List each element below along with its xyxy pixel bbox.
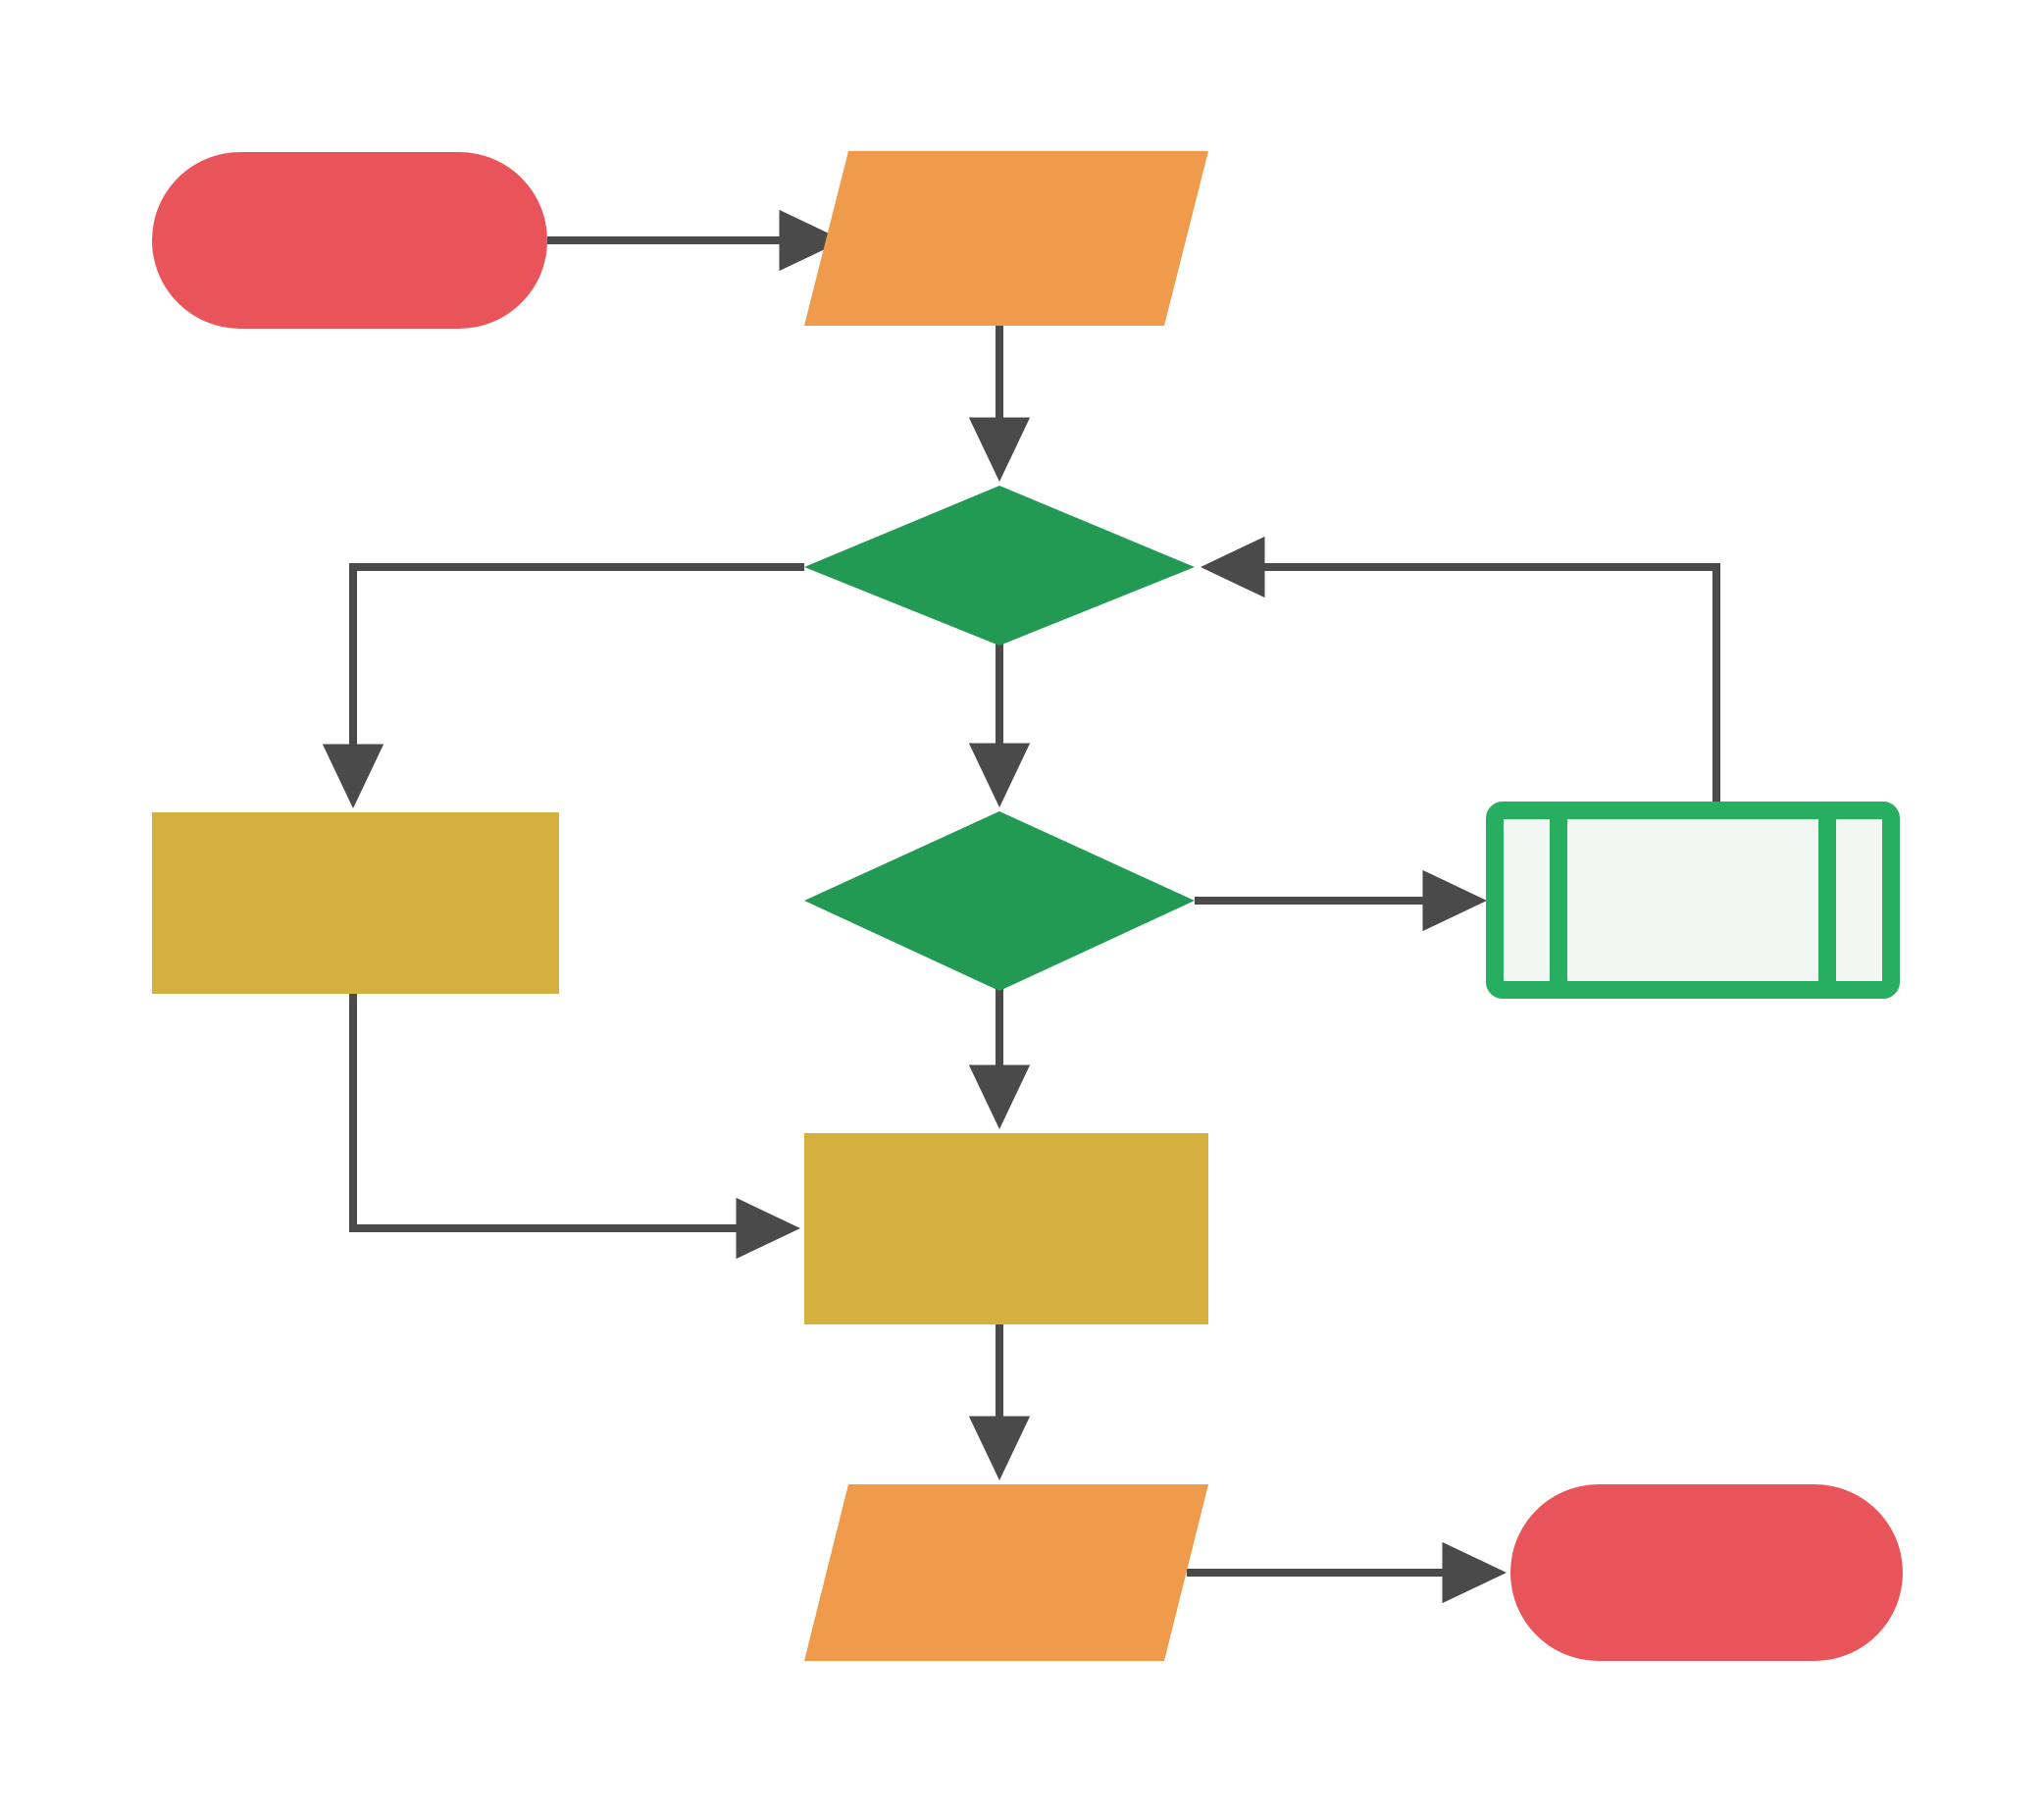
- edge-decision1-to-processA: [322, 563, 804, 809]
- node-decision1-shape[interactable]: [804, 486, 1195, 646]
- node-end-shape[interactable]: [1510, 1484, 1903, 1661]
- node-processA-shape[interactable]: [152, 812, 559, 994]
- node-decision1[interactable]: [804, 486, 1195, 646]
- node-layer: [152, 151, 1903, 1661]
- node-input[interactable]: [804, 151, 1208, 326]
- node-start-shape[interactable]: [152, 152, 547, 329]
- edge-processA-to-processB: [349, 994, 801, 1260]
- node-subroutine[interactable]: [1486, 802, 1900, 999]
- node-decision2-shape[interactable]: [804, 811, 1195, 991]
- node-decision2[interactable]: [804, 811, 1195, 991]
- node-processB[interactable]: [804, 1133, 1208, 1324]
- node-subroutine-shape[interactable]: [1486, 802, 1900, 999]
- node-processA[interactable]: [152, 812, 559, 994]
- node-output-shape[interactable]: [804, 1484, 1208, 1661]
- node-end[interactable]: [1510, 1484, 1903, 1661]
- node-start[interactable]: [152, 152, 547, 329]
- node-processB-shape[interactable]: [804, 1133, 1208, 1324]
- node-output[interactable]: [804, 1484, 1208, 1661]
- edge-subroutine-to-decision1: [1200, 536, 1720, 806]
- connector-layer: [322, 209, 1720, 1604]
- node-input-shape[interactable]: [804, 151, 1208, 326]
